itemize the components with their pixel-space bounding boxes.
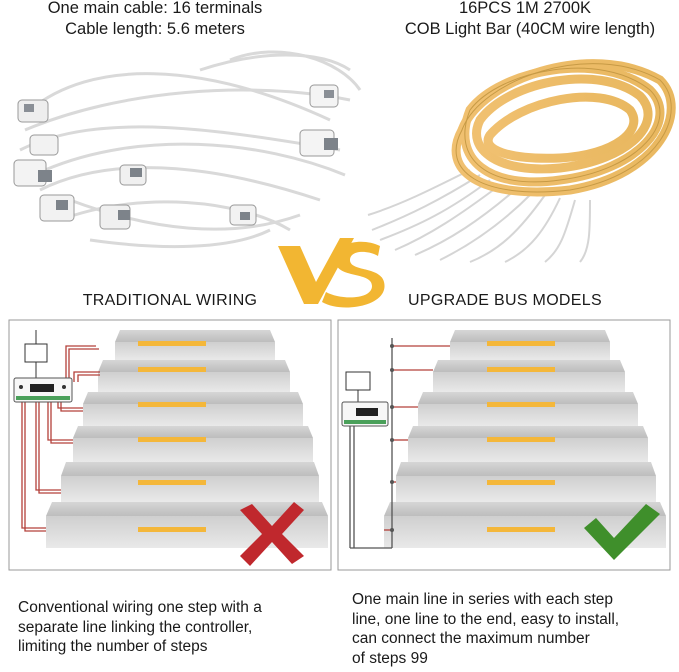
cable-spec-line-2: Cable length: 5.6 meters <box>65 20 245 38</box>
left-panel-heading: TRADITIONAL WIRING <box>82 292 258 309</box>
right-caption-line: can connect the maximum number <box>352 630 590 647</box>
right-step-led-2 <box>487 367 555 372</box>
right-step-led-4 <box>487 437 555 442</box>
lightbar-spec-line-1: 16PCS 1M 2700K <box>458 0 592 17</box>
left-step-led-5 <box>138 480 206 485</box>
left-controller <box>13 330 73 403</box>
check-icon <box>584 504 660 560</box>
left-caption: Conventional wiring one step with a sepa… <box>18 598 338 657</box>
cob-strip-wires <box>367 169 591 263</box>
left-caption-line: Conventional wiring one step with a <box>18 599 262 616</box>
left-staircase <box>46 330 328 548</box>
cob-strip-edges <box>455 63 672 193</box>
left-step-led-4 <box>138 437 206 442</box>
left-step-led-3 <box>138 402 206 407</box>
cable-spec-line-1: One main cable: 16 terminals <box>47 0 263 17</box>
right-caption: One main line in series with each step l… <box>352 590 677 668</box>
left-caption-line: limiting the number of steps <box>18 638 208 655</box>
right-step-led-3 <box>487 402 555 407</box>
right-step-led-5 <box>487 480 555 485</box>
right-step-led-6 <box>487 527 555 532</box>
right-panel-heading: UPGRADE BUS MODELS <box>408 292 602 309</box>
left-step-led-1 <box>138 341 206 346</box>
right-caption-line: of steps 99 <box>352 649 428 667</box>
right-step-led-1 <box>487 341 555 346</box>
right-caption-line: line, one line to the end, easy to insta… <box>352 610 620 628</box>
main-cable-bundle <box>19 50 362 249</box>
left-step-led-2 <box>138 367 206 372</box>
vs-emblem <box>278 238 385 308</box>
cable-connectors <box>13 84 339 230</box>
right-bus-wiring <box>349 338 450 549</box>
left-caption-line: separate line linking the controller, <box>18 618 253 636</box>
cross-icon <box>240 502 304 566</box>
lightbar-spec-line-2: COB Light Bar (40CM wire length) <box>404 20 656 38</box>
vs-letter-v <box>278 238 354 304</box>
vs-letter-s <box>322 241 385 308</box>
right-staircase <box>384 330 666 548</box>
right-caption-line: One main line in series with each step <box>352 591 614 608</box>
left-step-led-6 <box>138 527 206 532</box>
left-wiring <box>21 345 100 532</box>
right-controller <box>341 371 389 427</box>
right-bus-nodes <box>390 344 394 532</box>
